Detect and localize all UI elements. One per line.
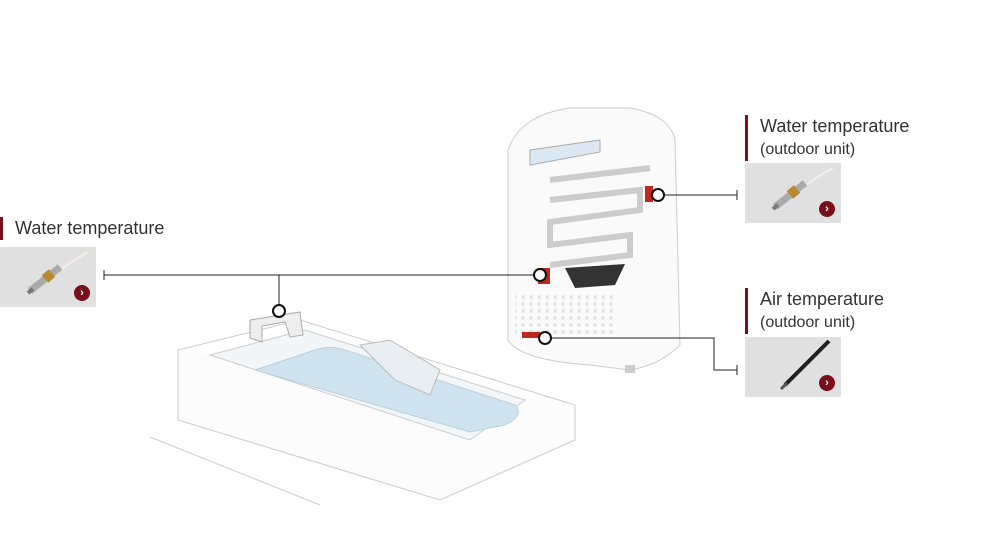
sensor-thumb-air-outdoor[interactable]: › xyxy=(745,337,841,397)
water-probe-icon xyxy=(26,251,89,295)
chevron-right-icon[interactable]: › xyxy=(819,201,835,217)
sensor-label-water-outdoor: Water temperature (outdoor unit) xyxy=(745,115,909,161)
bathtub xyxy=(149,311,577,506)
sensor-title: Water temperature xyxy=(760,116,910,136)
sensor-label-water: Water temperature xyxy=(0,217,164,240)
sensor-title: Air temperature xyxy=(760,289,885,309)
leader-lines xyxy=(103,190,738,375)
sensor-markers[interactable] xyxy=(272,188,665,345)
air-probe-icon xyxy=(779,339,831,391)
water-probe-icon xyxy=(771,167,834,211)
sensor-thumb-water-outdoor[interactable]: › xyxy=(745,163,841,223)
sensor-label-air-outdoor: Air temperature (outdoor unit) xyxy=(745,288,884,334)
water-heater xyxy=(507,107,681,373)
sensor-subtitle: (outdoor unit) xyxy=(760,314,856,331)
sensor-subtitle: (outdoor unit) xyxy=(760,141,856,158)
sensor-thumb-water[interactable]: › xyxy=(0,247,96,307)
chevron-right-icon[interactable]: › xyxy=(74,285,90,301)
sensor-title: Water temperature xyxy=(15,218,165,238)
chevron-right-icon[interactable]: › xyxy=(819,375,835,391)
